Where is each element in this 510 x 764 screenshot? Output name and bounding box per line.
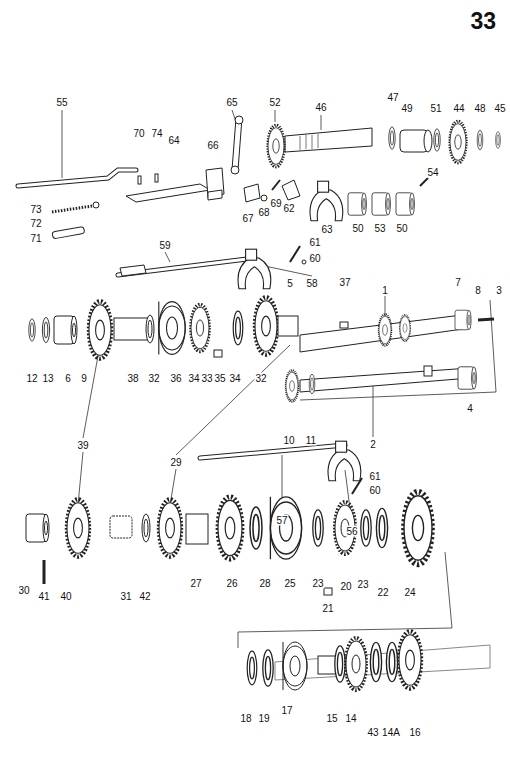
callout-number: 29 <box>169 457 182 468</box>
callout-number: 33 <box>200 373 213 384</box>
callout-number: 32 <box>254 373 267 384</box>
callout-number: 44 <box>452 103 465 114</box>
callout-number: 32 <box>147 373 160 384</box>
callout-number: 14 <box>344 713 357 724</box>
callout-number: 1 <box>381 285 389 296</box>
callout-number: 60 <box>308 253 321 264</box>
callout-number: 59 <box>158 240 171 251</box>
callout-number: 71 <box>29 233 42 244</box>
callout-number: 40 <box>59 591 72 602</box>
callout-number: 7 <box>454 277 462 288</box>
callout-number: 67 <box>241 213 254 224</box>
callout-number: 69 <box>269 198 282 209</box>
callout-number: 26 <box>225 578 238 589</box>
callout-number: 12 <box>25 373 38 384</box>
callout-number: 46 <box>314 102 327 113</box>
callout-number: 11 <box>305 435 317 446</box>
callout-number: 49 <box>400 103 413 114</box>
callout-number: 72 <box>29 218 42 229</box>
callout-number: 25 <box>283 578 296 589</box>
callout-number: 28 <box>258 578 271 589</box>
callout-number: 6 <box>64 373 72 384</box>
callout-number: 31 <box>119 591 132 602</box>
callout-number: 47 <box>386 92 399 103</box>
callout-number: 39 <box>76 440 89 451</box>
callout-number: 61 <box>308 237 321 248</box>
callout-number: 36 <box>169 373 182 384</box>
callout-number: 50 <box>351 223 364 234</box>
callout-number: 58 <box>305 278 318 289</box>
callout-number: 66 <box>206 140 219 151</box>
callout-number: 37 <box>338 277 351 288</box>
callout-number: 21 <box>321 603 334 614</box>
callout-number: 52 <box>268 97 281 108</box>
callout-number: 35 <box>213 373 226 384</box>
callout-number: 5 <box>286 278 294 289</box>
callout-number: 3 <box>495 285 503 296</box>
callout-number: 17 <box>280 705 293 716</box>
callout-number: 8 <box>474 285 482 296</box>
callout-number: 45 <box>493 103 506 114</box>
callout-number: 64 <box>167 135 180 146</box>
callout-number: 55 <box>55 97 68 108</box>
callout-number: 74 <box>150 128 163 139</box>
callout-number: 43 <box>366 727 379 738</box>
callout-number: 38 <box>126 373 139 384</box>
callout-number: 30 <box>17 585 30 596</box>
callout-number: 22 <box>376 587 389 598</box>
callout-number: 61 <box>368 471 381 482</box>
callout-number: 42 <box>138 591 151 602</box>
callout-number: 4 <box>466 403 474 414</box>
callout-number: 16 <box>408 727 421 738</box>
callout-number: 73 <box>29 204 42 215</box>
callout-number: 34 <box>228 373 241 384</box>
callout-number: 50 <box>395 223 408 234</box>
callout-number: 27 <box>189 578 202 589</box>
callout-number: 53 <box>373 223 386 234</box>
callout-number: 19 <box>257 713 270 724</box>
callout-number: 13 <box>41 373 54 384</box>
callout-number: 62 <box>282 203 295 214</box>
callout-number: 14A <box>381 727 401 738</box>
callout-number: 70 <box>132 128 145 139</box>
callout-number: 23 <box>311 578 324 589</box>
callout-number: 41 <box>37 591 50 602</box>
callout-number: 10 <box>282 435 295 446</box>
callout-number: 65 <box>225 97 238 108</box>
callout-number: 48 <box>473 103 486 114</box>
callout-number: 18 <box>239 713 252 724</box>
callout-number: 20 <box>339 581 352 592</box>
callout-number: 54 <box>426 167 439 178</box>
callout-number: 56 <box>345 526 358 537</box>
callout-number: 57 <box>275 515 288 526</box>
callout-number: 60 <box>368 485 381 496</box>
callout-number: 2 <box>369 439 377 450</box>
callout-number: 51 <box>429 103 442 114</box>
callout-number: 23 <box>356 579 369 590</box>
callout-number: 9 <box>80 373 88 384</box>
callout-number: 24 <box>403 587 416 598</box>
callout-number: 34 <box>187 373 200 384</box>
callout-number: 63 <box>320 224 333 235</box>
callout-number: 15 <box>325 713 338 724</box>
page-number: 33 <box>470 8 496 35</box>
